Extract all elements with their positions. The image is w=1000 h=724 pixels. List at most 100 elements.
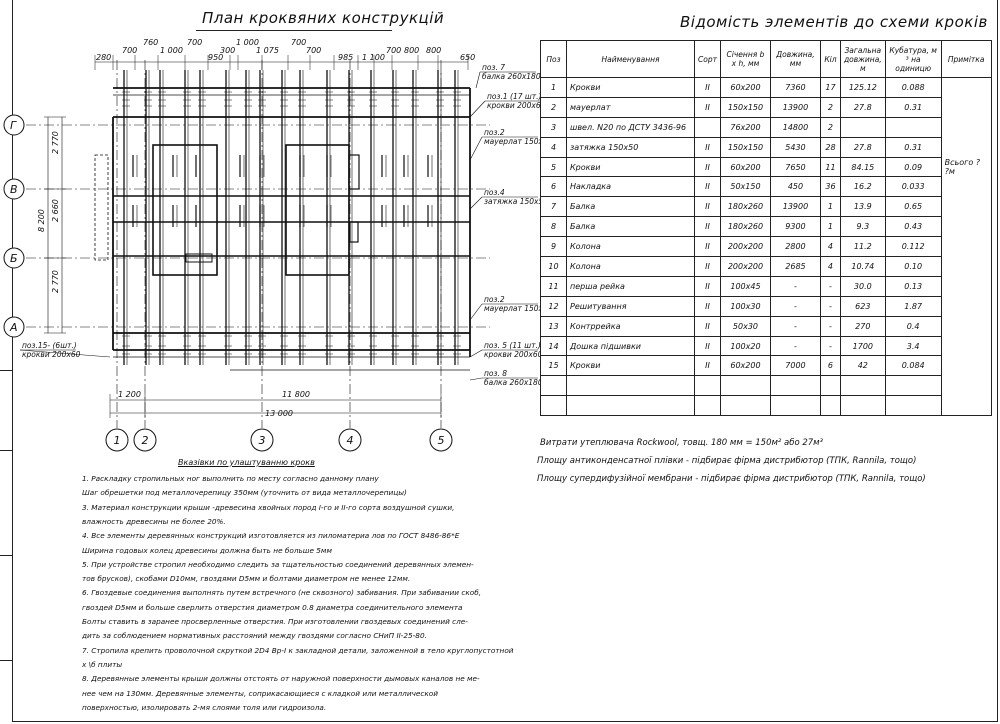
spec-cell: II xyxy=(694,96,721,118)
spec-header-cell: Найменування xyxy=(566,40,695,78)
spec-cell: II xyxy=(694,216,721,238)
spec-cell xyxy=(884,116,942,138)
spec-cell: - xyxy=(769,335,821,357)
left-dimension: 2 770 xyxy=(51,131,60,154)
spec-cell: 7360 xyxy=(769,77,821,98)
spec-cell: 27.8 xyxy=(839,136,886,158)
spec-cell: II xyxy=(694,315,721,337)
spec-cell: 100х20 xyxy=(719,335,771,357)
spec-cell: Крокви xyxy=(566,77,695,98)
spec-cell xyxy=(839,375,886,397)
top-dimension: 280 xyxy=(96,53,111,62)
spec-cell: 270 xyxy=(839,315,886,337)
axis-number: 5 xyxy=(438,434,445,447)
top-dimension: 985 xyxy=(338,53,353,62)
axis-bubble xyxy=(133,428,157,452)
insulation-note-line: Витрати утеплювача Rockwool, товщ. 180 м… xyxy=(540,438,823,448)
spec-cell xyxy=(694,116,721,138)
spec-cell: 3 xyxy=(540,116,567,138)
spec-cell xyxy=(719,375,771,397)
spec-cell: 125.12 xyxy=(839,77,886,98)
top-dimension: 760 xyxy=(143,38,158,47)
spec-table-row xyxy=(540,395,992,417)
callout-leader xyxy=(469,377,483,381)
spec-cell: 14800 xyxy=(769,116,821,138)
instruction-line: 3. Материал конструкции крыши -древесина… xyxy=(82,502,455,512)
spec-cell: 7000 xyxy=(769,355,821,377)
spec-cell: Крокви xyxy=(566,355,695,377)
callout-label: балка 260х180 xyxy=(482,72,540,81)
axis-bubble xyxy=(429,428,453,452)
spec-cell: 9.3 xyxy=(839,216,886,238)
spec-cell: II xyxy=(694,176,721,198)
spec-header-cell: Січення b x h, мм xyxy=(719,40,771,78)
spec-cell: II xyxy=(694,196,721,218)
spec-cell: 150х150 xyxy=(719,136,771,158)
spec-cell: 84.15 xyxy=(839,156,886,178)
spec-cell: 8 xyxy=(540,216,567,238)
instruction-line: 5. При устройстве стропил необходимо сле… xyxy=(82,559,474,569)
spec-cell: Балка xyxy=(566,196,695,218)
instruction-line: Ширина годовых колец древесины должна бы… xyxy=(82,545,332,555)
top-dimension: 700 xyxy=(122,46,137,55)
spec-cell: 9300 xyxy=(769,216,821,238)
spec-cell xyxy=(540,395,567,417)
spec-cell: мауерлат xyxy=(566,96,695,118)
axis-bubble xyxy=(3,316,25,338)
spec-cell: 10.74 xyxy=(839,256,886,277)
instruction-line: 8. Деревянные элементы крыши должны отст… xyxy=(82,674,480,684)
instruction-line: 4. Все элементы деревянных конструкций и… xyxy=(82,531,460,541)
spec-cell: 0.13 xyxy=(884,275,942,297)
spec-cell: 16.2 xyxy=(839,176,886,198)
axis-number: 2 xyxy=(142,434,149,447)
top-dimension: 700 xyxy=(187,38,202,47)
spec-cell: швел. N20 по ДСТУ 3436-96 xyxy=(566,116,695,138)
spec-cell: 50х150 xyxy=(719,176,771,198)
spec-cell: II xyxy=(694,355,721,377)
bottom-dimension: 1 200 xyxy=(118,390,141,399)
instruction-line: 6. Гвоздевые соединения выполнять путем … xyxy=(82,588,482,598)
spec-cell: 42 xyxy=(839,355,886,377)
bottom-dimension: 13 000 xyxy=(265,409,293,418)
spec-cell xyxy=(719,395,771,417)
spec-cell: 5430 xyxy=(769,136,821,158)
spec-cell: 13900 xyxy=(769,196,821,218)
spec-cell: II xyxy=(694,77,721,98)
spec-cell: 0.31 xyxy=(884,96,942,118)
frame-rect xyxy=(285,144,350,276)
spec-cell: 76х200 xyxy=(719,116,771,138)
spec-cell xyxy=(540,375,567,397)
top-dimension: 650 xyxy=(460,53,475,62)
axis-bubble xyxy=(3,114,25,136)
spec-cell: 14 xyxy=(540,335,567,357)
callout-label: поз.1 (17 шт.) xyxy=(487,92,540,101)
spec-cell: 13.9 xyxy=(839,196,886,218)
spec-cell xyxy=(819,395,841,417)
spec-cell xyxy=(839,395,886,417)
spec-cell: 100х45 xyxy=(719,275,771,297)
callout-leader xyxy=(475,71,481,89)
bottom-dimension: 11 800 xyxy=(282,390,310,399)
spec-cell: II xyxy=(694,256,721,277)
instruction-line: х \б плиты xyxy=(82,659,123,669)
spec-cell: 0.31 xyxy=(884,136,942,158)
spec-cell: 27.8 xyxy=(839,96,886,118)
top-dimension: 1 000 xyxy=(160,46,183,55)
instruction-line: тов брусков), скобами D10мм, гвоздями D5… xyxy=(82,574,411,584)
instruction-line: 7. Стропила крепить проволочной скруткой… xyxy=(82,645,514,655)
spec-cell: 6 xyxy=(540,176,567,198)
spec-cell: 12 xyxy=(540,295,567,317)
spec-cell: 11.2 xyxy=(839,236,886,258)
spec-cell: 4 xyxy=(819,256,841,277)
callout-label: крокви 200х60 xyxy=(487,101,540,110)
spec-cell: Крокви xyxy=(566,156,695,178)
left-dimension-total: 8 200 xyxy=(37,209,46,232)
spec-table-row xyxy=(540,375,992,397)
instruction-line: поверхностью, изолировать 2-мя слоями то… xyxy=(82,702,327,712)
spec-cell: 9 xyxy=(540,236,567,258)
